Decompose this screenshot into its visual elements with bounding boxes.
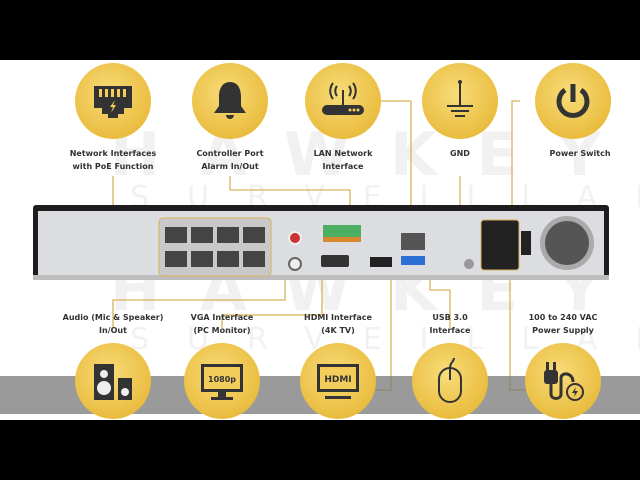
power-switch-circle [535, 63, 611, 139]
usb-port [401, 256, 425, 265]
power-switch [521, 231, 531, 255]
bell-icon [214, 82, 246, 119]
ground-icon [447, 80, 473, 117]
lan-port [401, 233, 425, 250]
audio-in-port [288, 231, 302, 245]
router-icon [322, 82, 364, 115]
fan-grille [545, 221, 589, 265]
monitor-icon: 1080p [201, 364, 243, 400]
gnd-screw [464, 259, 474, 269]
feature-label: VGA Interface(PC Monitor) [190, 313, 254, 335]
poe-ports [165, 227, 265, 267]
audio-out-port [288, 257, 302, 271]
hdmi-port [370, 257, 392, 267]
ethernet-poe-icon [94, 86, 132, 118]
power-icon [556, 84, 590, 118]
nvr-rear-panel [33, 205, 609, 280]
feature-label: HDMI Interface(4K TV) [304, 313, 372, 335]
monitor-resolution: 1080p [208, 375, 236, 384]
power-supply-circle [525, 343, 601, 419]
speakers-icon [94, 364, 132, 400]
feature-label: Audio (Mic & Speaker)In/Out [62, 313, 164, 335]
feature-label: Power Switch [549, 149, 611, 158]
diagram: HAWKEYE SURVEILLANCE HAWKEYE SURVEILLANC… [0, 60, 640, 420]
hdmi-circle: HDMI [300, 343, 376, 419]
feature-label: GND [450, 149, 470, 158]
audio-circle [75, 343, 151, 419]
lan-circle [305, 63, 381, 139]
alarm-circle [192, 63, 268, 139]
vga-circle: 1080p [184, 343, 260, 419]
hdmi-logo: HDMI [324, 375, 351, 385]
power-plug-icon [544, 362, 584, 401]
network-poe-circle [75, 63, 151, 139]
hdmi-tv-icon: HDMI [317, 364, 359, 399]
power-inlet [480, 219, 520, 271]
vga-port [321, 255, 349, 267]
usb-circle [412, 343, 488, 419]
mouse-icon [438, 357, 462, 403]
gnd-circle [422, 63, 498, 139]
